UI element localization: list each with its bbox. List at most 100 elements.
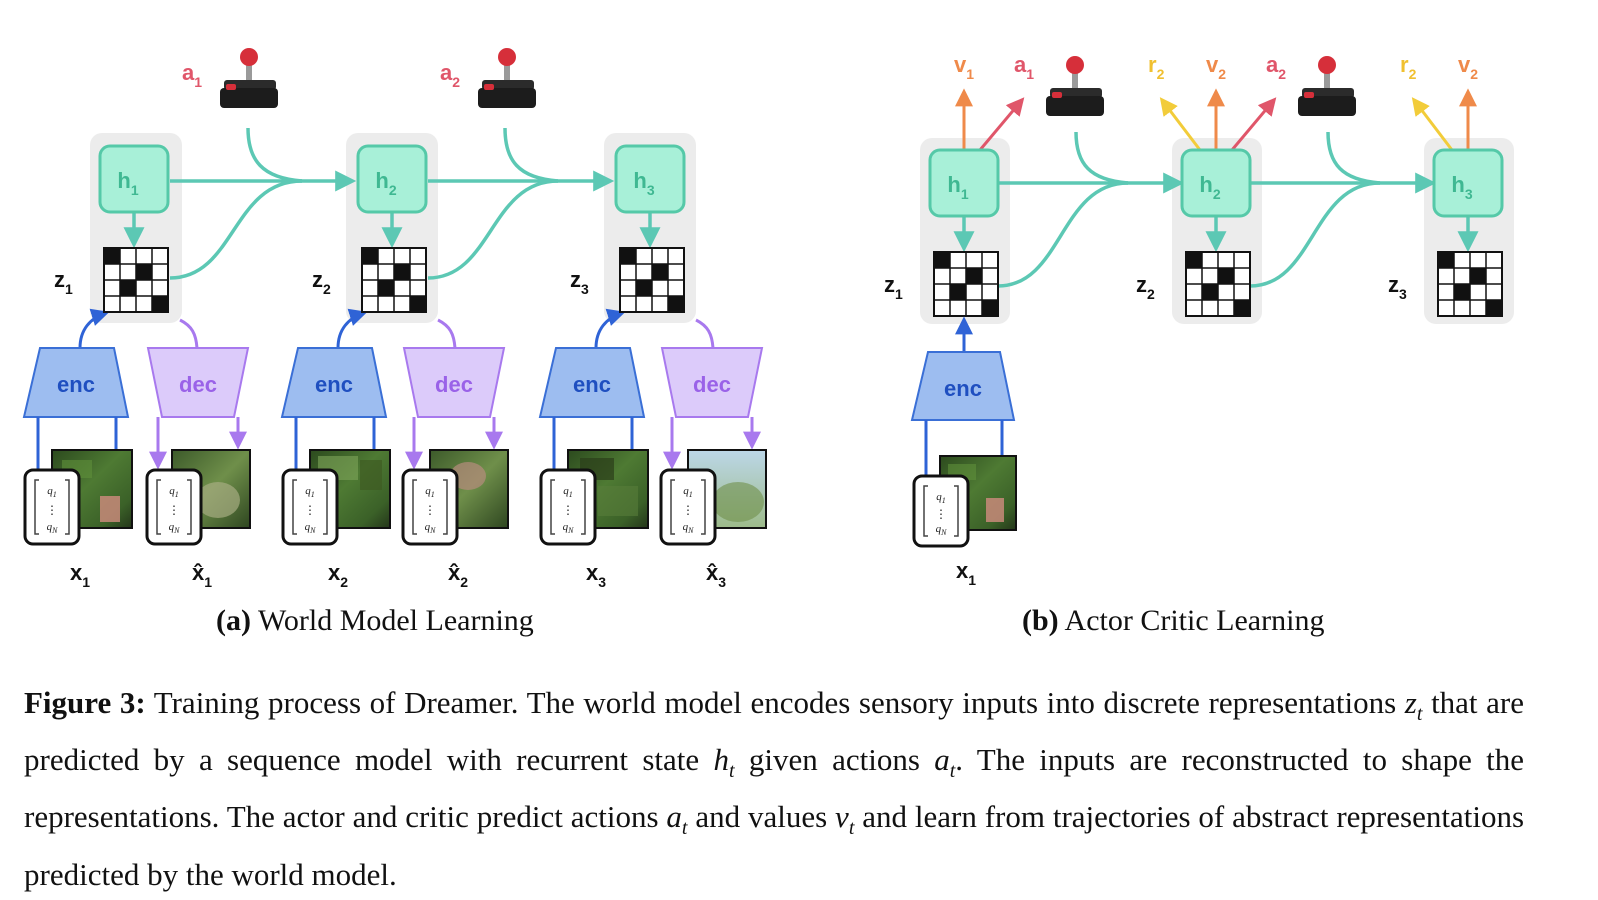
panel-b-actor-critic: v1 a1 r2 v2 a2 r2 v2 <box>884 52 1514 588</box>
joystick-icon <box>1298 56 1356 116</box>
value-label-1: v1 <box>954 52 974 82</box>
vector-card: q1 ⋮ qN <box>23 468 81 546</box>
h-boxes-a: h1 h2 h3 <box>98 144 686 214</box>
panel-a-caption: (a) World Model Learning <box>216 604 534 638</box>
h-boxes-b: h1 h2 h3 <box>928 148 1504 218</box>
caption-text-3: given actions <box>748 742 920 778</box>
z-grid-b3 <box>1437 251 1503 317</box>
t-sub: t <box>681 817 688 840</box>
svg-text:qN: qN <box>305 521 317 535</box>
svg-text:qN: qN <box>169 521 181 535</box>
x-label-1: x1 <box>70 560 90 590</box>
vector-card: q1 ⋮ qN <box>281 468 339 546</box>
vector-card: q1 ⋮ qN <box>912 474 970 548</box>
reward-label-3: r2 <box>1400 52 1417 82</box>
h-box-3 <box>614 144 686 214</box>
svg-text:⋮: ⋮ <box>935 507 947 521</box>
h-box-b2 <box>1180 148 1252 218</box>
svg-text:q1: q1 <box>305 485 315 499</box>
enc-dec-links-a <box>78 308 715 349</box>
a-var: a <box>666 799 682 835</box>
joysticks-b <box>1046 56 1356 116</box>
recurrent-lines-a <box>123 127 661 280</box>
z-label-b3: z3 <box>1388 272 1407 302</box>
svg-text:q1: q1 <box>563 485 573 499</box>
z-grids-b: z1 z2 z3 <box>884 251 1503 317</box>
svg-text:⋮: ⋮ <box>168 503 180 517</box>
xhat-label-3: x̂3 <box>706 560 726 590</box>
h-box-2 <box>356 144 428 214</box>
xhat-label-1: x̂1 <box>192 560 212 590</box>
panel-a-title: World Model Learning <box>257 604 534 637</box>
svg-text:⋮: ⋮ <box>682 503 694 517</box>
h-label-2: h2 <box>375 168 396 198</box>
z-label-2: z2 <box>312 267 331 297</box>
panel-b-letter: (b) <box>1022 604 1059 637</box>
h-box-b1 <box>928 148 1000 218</box>
t-sub: t <box>848 817 855 840</box>
caption-text-6: and learn from trajectories of abstract … <box>24 799 1525 892</box>
panel-b-title: Actor Critic Learning <box>1064 604 1325 637</box>
enc-label-2: enc <box>315 372 353 397</box>
dec-label-1: dec <box>179 372 217 397</box>
heads-b <box>955 88 1477 151</box>
joystick-icon <box>220 48 278 108</box>
vector-cards-a: q1 ⋮ qN q1 ⋮ qN q1 ⋮ qN q1 <box>23 468 717 546</box>
svg-text:⋮: ⋮ <box>304 503 316 517</box>
v-var: v <box>835 799 849 835</box>
svg-text:qN: qN <box>425 521 437 535</box>
vector-card: q1 ⋮ qN <box>401 468 459 546</box>
action-label-1: a1 <box>182 60 202 90</box>
value-label-2: v2 <box>1206 52 1226 82</box>
caption-text-1: Training process of Dreamer. The world m… <box>153 685 1397 720</box>
h-label-b2: h2 <box>1199 172 1220 202</box>
a-var: a <box>934 742 950 778</box>
reward-label-2: r2 <box>1148 52 1165 82</box>
h-label-3: h3 <box>633 168 654 198</box>
z-grid-b2 <box>1185 251 1251 317</box>
z-grids-a: z1 z2 z3 <box>54 247 685 313</box>
joystick-icon <box>478 48 536 108</box>
z-grid-b1 <box>933 251 999 317</box>
decoders-a: dec dec dec <box>146 347 764 418</box>
figure-label: Figure 3: <box>24 685 146 720</box>
caption-text-4: . The inputs are reconstructed to shape … <box>24 742 1525 835</box>
io-lines-a <box>36 417 761 470</box>
caption-text-2: that are predicted by a sequence model w… <box>24 685 1525 778</box>
z-grid-3 <box>619 247 685 313</box>
action-label-b1: a1 <box>1014 52 1034 82</box>
z-label-b1: z1 <box>884 272 903 302</box>
h-label-b1: h1 <box>947 172 968 202</box>
caption-text-5: and values <box>695 799 828 835</box>
t-sub: t <box>949 760 956 783</box>
io-labels-a: x1 x̂1 x2 x̂2 x3 x̂3 <box>70 560 726 590</box>
action-label-b2: a2 <box>1266 52 1286 82</box>
encoders-a: enc enc enc <box>22 347 646 418</box>
enc-label-b: enc <box>944 376 982 401</box>
vector-card: q1 ⋮ qN <box>659 468 717 546</box>
action-label-2: a2 <box>440 60 460 90</box>
svg-text:q1: q1 <box>47 485 57 499</box>
z-grid-2 <box>361 247 427 313</box>
t-sub: t <box>1416 703 1423 726</box>
figure-caption: Figure 3: Training process of Dreamer. T… <box>24 680 1524 897</box>
encoder-b: enc q1 ⋮ qN x1 <box>910 316 1017 588</box>
dec-label-3: dec <box>693 372 731 397</box>
h-box-1 <box>98 144 170 214</box>
panel-a-letter: (a) <box>216 604 251 637</box>
svg-text:⋮: ⋮ <box>46 503 58 517</box>
h-label-b3: h3 <box>1451 172 1472 202</box>
actions-a: a1 a2 <box>182 48 536 108</box>
svg-text:⋮: ⋮ <box>424 503 436 517</box>
dec-label-2: dec <box>435 372 473 397</box>
recurrent-lines-b <box>953 131 1479 288</box>
svg-text:q1: q1 <box>683 485 693 499</box>
vector-card: q1 ⋮ qN <box>539 468 597 546</box>
svg-text:q1: q1 <box>169 485 179 499</box>
svg-text:qN: qN <box>563 521 575 535</box>
enc-label-3: enc <box>573 372 611 397</box>
joystick-icon <box>1046 56 1104 116</box>
enc-label-1: enc <box>57 372 95 397</box>
x-label-2: x2 <box>328 560 348 590</box>
